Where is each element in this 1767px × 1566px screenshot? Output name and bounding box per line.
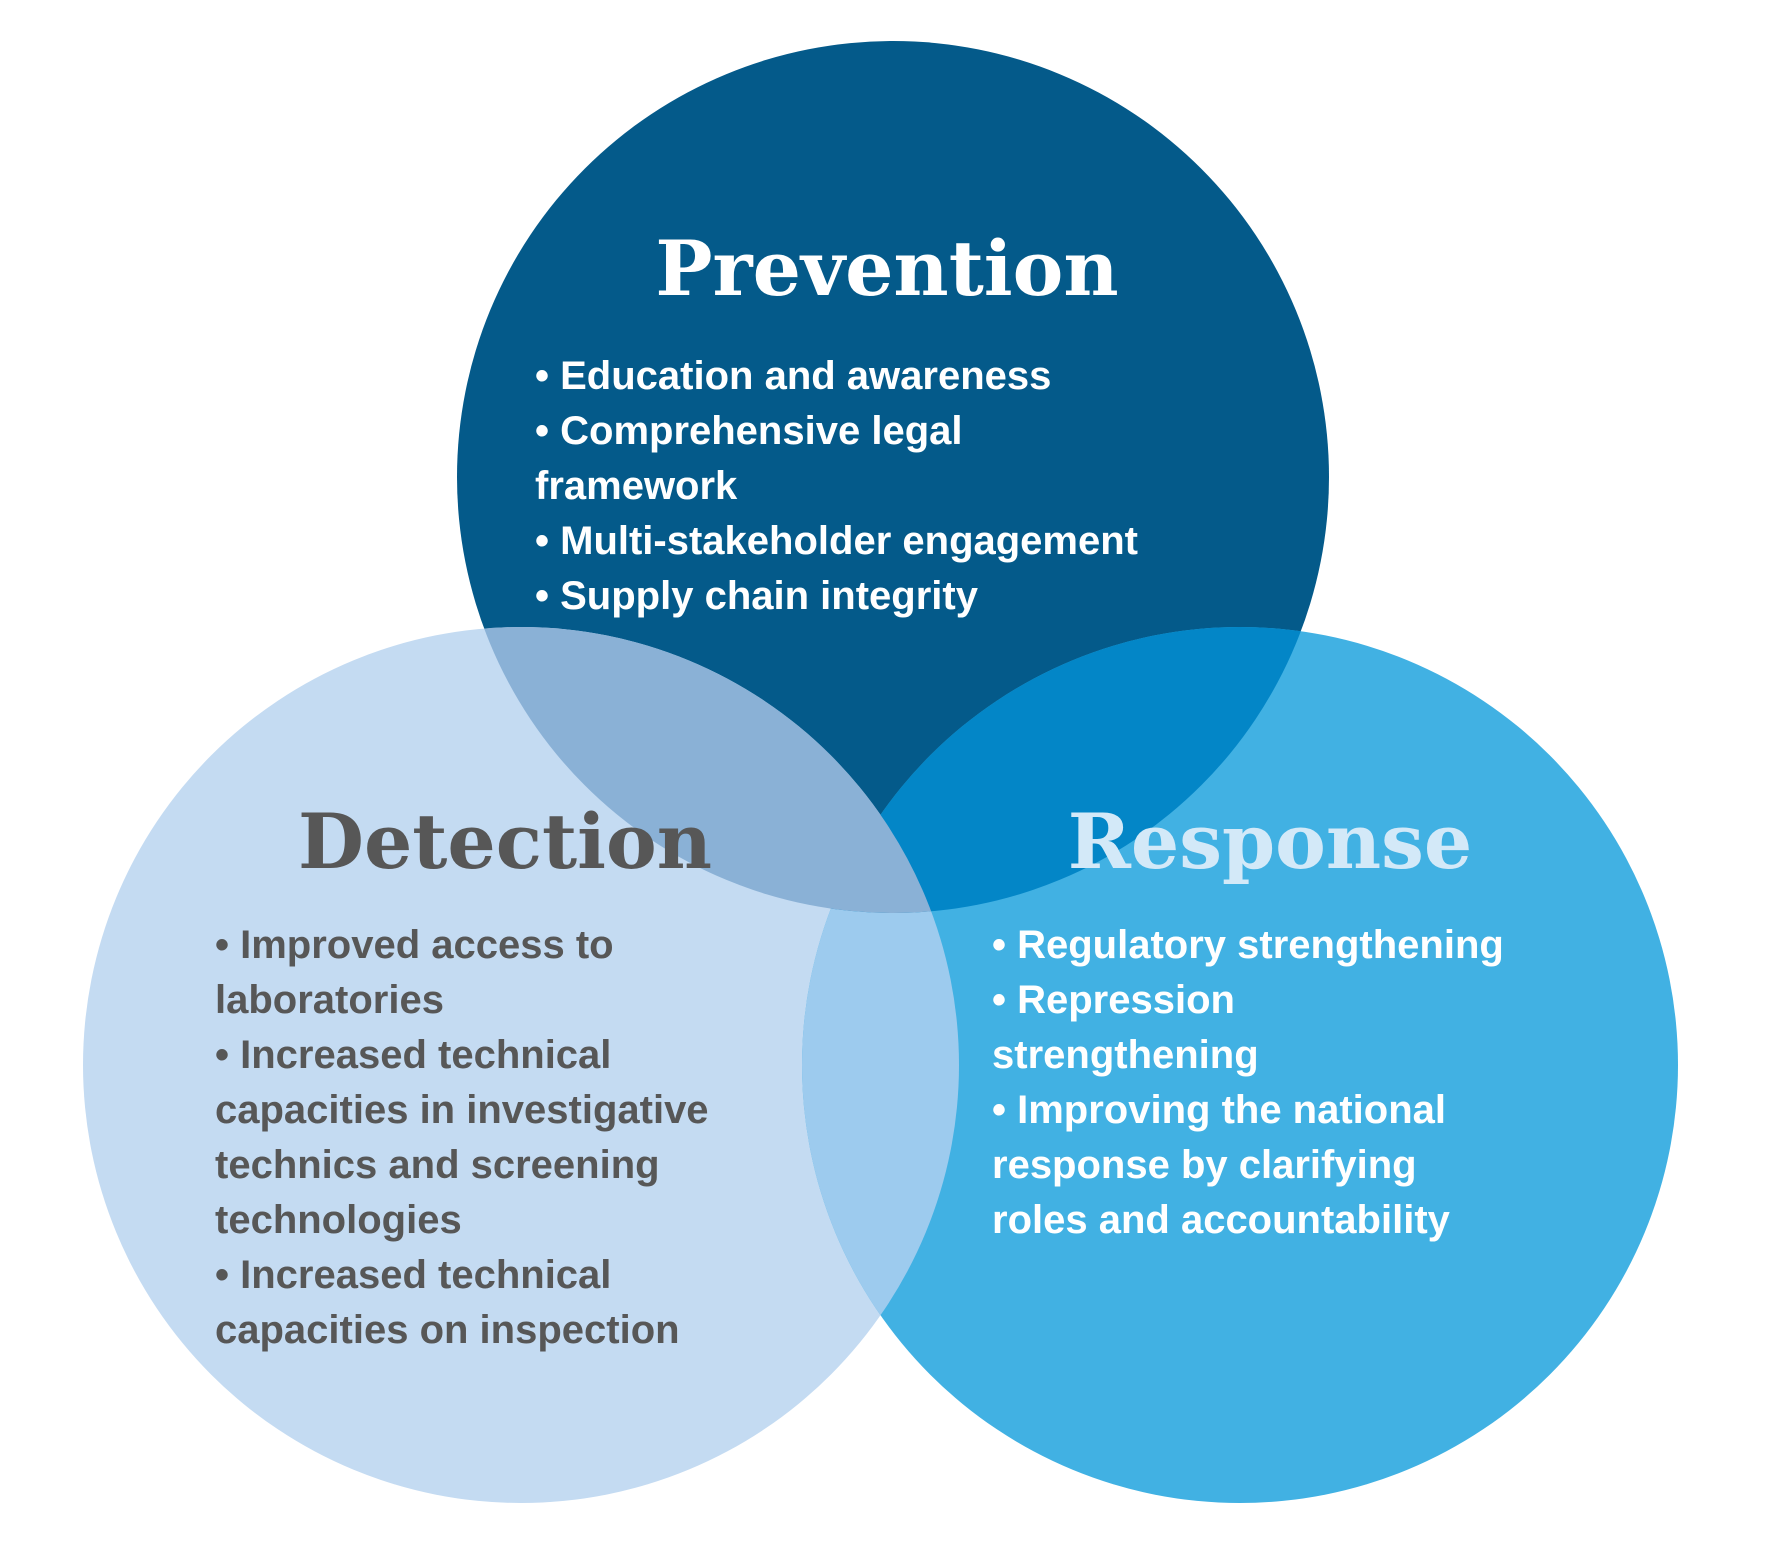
prevention-response-overlap (802, 627, 1329, 913)
prevention-line: • Supply chain integrity (535, 574, 979, 618)
detection-line: technologies (215, 1198, 462, 1242)
response-line: roles and accountability (992, 1198, 1451, 1242)
detection-line: capacities in investigative (215, 1088, 709, 1132)
prevention-line: • Comprehensive legal (535, 409, 962, 453)
detection-title: Detection (298, 797, 712, 886)
detection-line: laboratories (215, 978, 444, 1022)
detection-line: technics and screening (215, 1143, 660, 1187)
response-line: • Regulatory strengthening (992, 923, 1504, 967)
response-line: strengthening (992, 1033, 1259, 1077)
detection-line: • Increased technical (215, 1033, 611, 1077)
prevention-line: • Education and awareness (535, 354, 1051, 398)
detection-line: capacities on inspection (215, 1308, 680, 1352)
detection-line: • Improved access to (215, 923, 614, 967)
prevention-line: framework (535, 464, 738, 508)
response-list: • Regulatory strengthening • Repression … (992, 923, 1504, 1242)
detection-list: • Improved access to laboratories • Incr… (215, 923, 709, 1352)
response-line: • Repression (992, 978, 1235, 1022)
prevention-title: Prevention (655, 224, 1118, 313)
response-title: Response (1068, 797, 1473, 886)
response-line: response by clarifying (992, 1143, 1417, 1187)
response-line: • Improving the national (992, 1088, 1446, 1132)
prevention-list: • Education and awareness • Comprehensiv… (535, 354, 1138, 618)
prevention-detection-overlap (457, 627, 959, 913)
detection-line: • Increased technical (215, 1253, 611, 1297)
prevention-line: • Multi-stakeholder engagement (535, 519, 1138, 563)
